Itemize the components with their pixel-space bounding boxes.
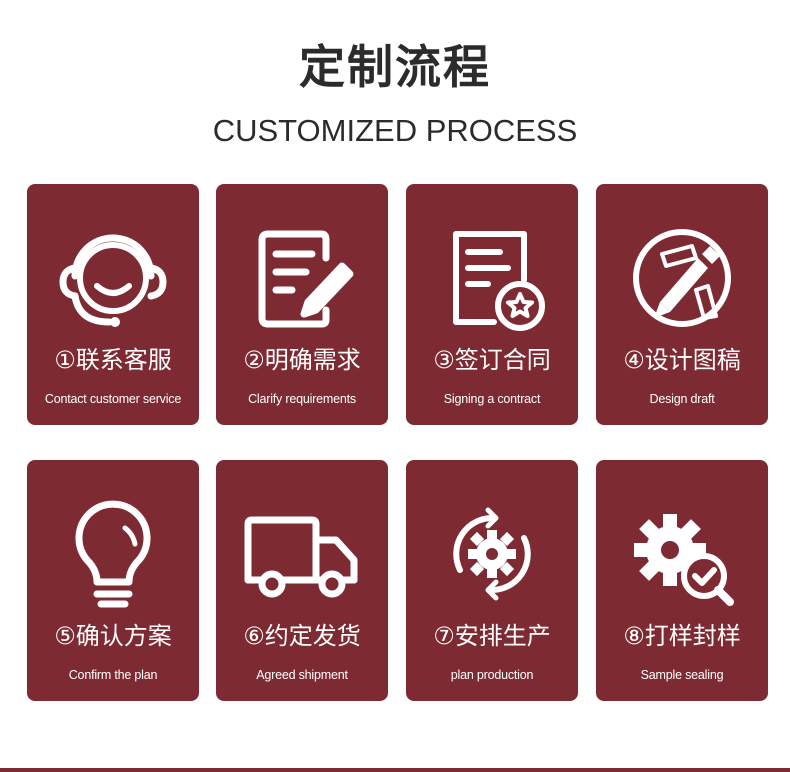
step-card-contract[interactable]: ③签订合同 Signing a contract (406, 184, 578, 425)
step-card-shipment[interactable]: ⑥约定发货 Agreed shipment (216, 460, 388, 701)
step-label-en: Contact customer service (44, 392, 182, 406)
step-card-design[interactable]: ④设计图稿 Design draft (596, 184, 768, 425)
page-subtitle: CUSTOMIZED PROCESS (212, 113, 578, 148)
bottom-divider (0, 768, 790, 772)
step-label-cn: ⑥约定发货 (243, 622, 361, 650)
pencil-ruler-icon (622, 218, 742, 338)
step-card-requirements[interactable]: ②明确需求 Clarify requirements (216, 184, 388, 425)
step-label-cn: ①联系客服 (54, 346, 172, 374)
step-card-confirm[interactable]: ⑤确认方案 Confirm the plan (27, 460, 199, 701)
gear-check-icon (622, 494, 742, 614)
step-label-en: Sample sealing (640, 668, 724, 682)
step-label-cn: ⑧打样封样 (623, 622, 741, 650)
headset-icon (53, 218, 173, 338)
step-label-en: Confirm the plan (68, 668, 158, 682)
step-card-sample[interactable]: ⑧打样封样 Sample sealing (596, 460, 768, 701)
step-label-en: plan production (450, 668, 534, 682)
lightbulb-icon (53, 494, 173, 614)
step-label-en: Agreed shipment (256, 668, 348, 682)
page-title: 定制流程 (299, 40, 491, 94)
step-label-en: Clarify requirements (248, 392, 356, 406)
step-label-cn: ③签订合同 (433, 346, 551, 374)
step-label-cn: ⑤确认方案 (54, 622, 172, 650)
truck-icon (242, 494, 362, 614)
step-label-en: Design draft (649, 392, 715, 406)
step-label-cn: ④设计图稿 (623, 346, 741, 374)
step-card-production[interactable]: ⑦安排生产 plan production (406, 460, 578, 701)
step-card-contact[interactable]: ①联系客服 Contact customer service (27, 184, 199, 425)
step-label-cn: ⑦安排生产 (433, 622, 551, 650)
edit-document-icon (242, 218, 362, 338)
step-label-cn: ②明确需求 (243, 346, 361, 374)
contract-seal-icon (432, 218, 552, 338)
step-label-en: Signing a contract (443, 392, 541, 406)
gear-cycle-icon (432, 494, 552, 614)
